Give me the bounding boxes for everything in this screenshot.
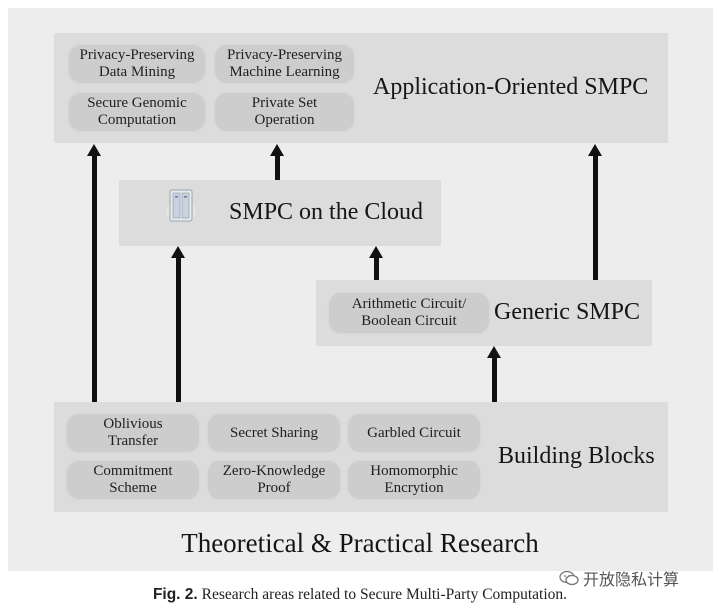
pill-commitment-scheme: Commitment Scheme <box>67 461 199 499</box>
arrow-building-to-application-left <box>87 144 101 402</box>
cloud-server-icon <box>166 189 196 222</box>
arrow-cloud-to-application <box>270 144 284 180</box>
pill-garbled-circuit: Garbled Circuit <box>348 414 480 452</box>
caption-text: Research areas related to Secure Multi-P… <box>201 586 568 603</box>
building-blocks-title: Building Blocks <box>498 443 655 469</box>
arrow-building-to-cloud <box>171 246 185 402</box>
pill-arithmetic-boolean-circuit: Arithmetic Circuit/ Boolean Circuit <box>329 293 489 333</box>
application-oriented-title: Application-Oriented SMPC <box>373 74 649 100</box>
research-title: Theoretical & Practical Research <box>181 528 539 558</box>
pill-zero-knowledge-proof: Zero-Knowledge Proof <box>208 461 340 499</box>
caption-label: Fig. 2. <box>152 586 198 603</box>
cloud-title: SMPC on the Cloud <box>229 199 424 225</box>
pill-privacy-preserving-data-mining: Privacy-Preserving Data Mining <box>69 45 205 83</box>
arrow-generic-to-application <box>588 144 602 280</box>
pill-homomorphic-encryption: Homomorphic Encrytion <box>348 461 480 499</box>
pill-secret-sharing: Secret Sharing <box>208 414 340 452</box>
wechat-icon <box>559 570 579 586</box>
arrow-building-to-generic <box>487 346 501 402</box>
pill-secure-genomic-computation: Secure Genomic Computation <box>69 93 205 131</box>
arrow-generic-to-cloud <box>369 246 383 280</box>
watermark: 开放隐私计算 <box>559 566 679 590</box>
watermark-text: 开放隐私计算 <box>583 570 680 589</box>
pill-oblivious-transfer: Oblivious Transfer <box>67 414 199 452</box>
generic-title: Generic SMPC <box>494 299 640 325</box>
pill-private-set-operation: Private Set Operation <box>215 93 354 131</box>
figure-caption: Fig. 2. Research areas related to Secure… <box>0 586 720 604</box>
pill-privacy-preserving-machine-learning: Privacy-Preserving Machine Learning <box>215 45 354 83</box>
